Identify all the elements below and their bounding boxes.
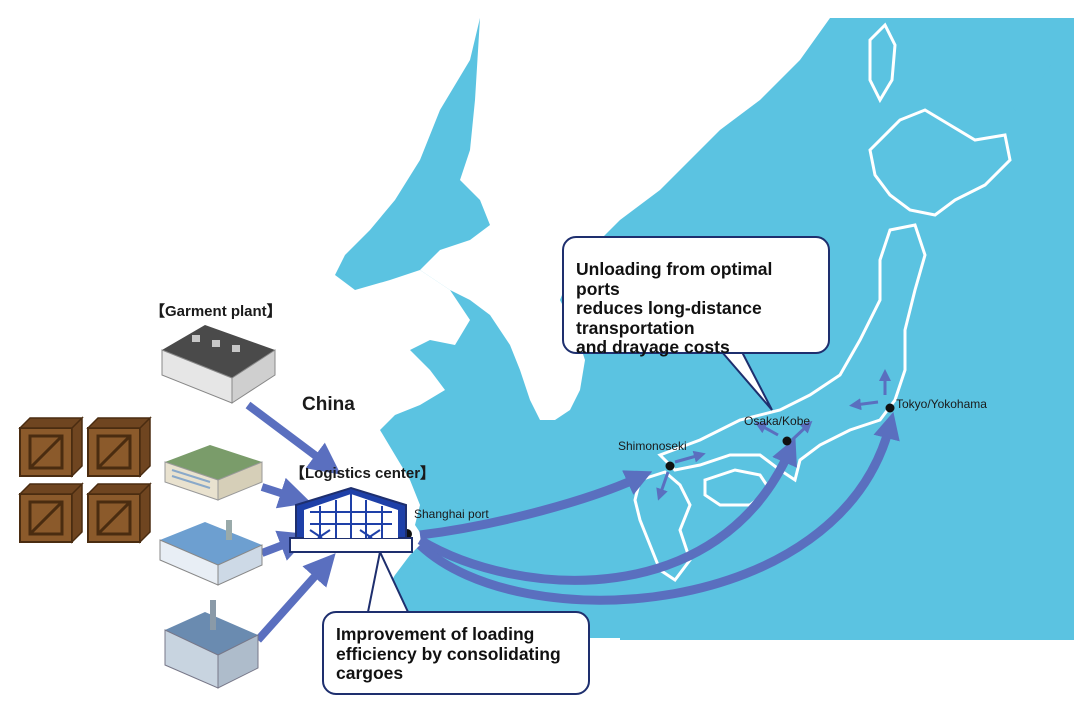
route-shanghai-shimonoseki	[419, 470, 653, 540]
korea-peninsula	[420, 18, 830, 420]
tokyo-yokohama-label: Tokyo/Yokohama	[896, 397, 987, 411]
callout-ports-line: and drayage costs	[576, 337, 730, 358]
japan-kyushu-island	[633, 470, 692, 583]
kuril-islands	[1013, 48, 1058, 112]
logistics-center-label: 【Logistics center】	[290, 465, 436, 482]
port-dot-shimonoseki	[665, 461, 675, 471]
arrow-garment-to-center	[245, 401, 341, 475]
island	[400, 562, 420, 598]
shimonoseki-label: Shimonoseki	[618, 439, 687, 453]
cargo-crates	[18, 416, 152, 544]
crate-icon	[86, 416, 152, 478]
arrow-factory2-to-center	[260, 477, 312, 509]
callout-loading-line: cargoes	[336, 663, 404, 684]
callout-loading-line: efficiency by consolidating	[336, 643, 561, 664]
garment-plant-label: 【Garment plant】	[150, 303, 282, 320]
delivery-arrow-osaka-west	[754, 422, 779, 437]
factory-icon	[164, 600, 259, 689]
osaka-kobe-label: Osaka/Kobe	[744, 414, 811, 428]
route-shanghai-osaka	[417, 437, 797, 585]
callout-ports-line: reduces long-distance	[576, 298, 762, 319]
arrow-factory4-to-center	[255, 553, 336, 643]
delivery-arrow-shimonoseki-south	[656, 471, 670, 501]
crate-icon	[18, 416, 84, 478]
callout-ports: Unloading from optimal ports reduces lon…	[562, 236, 830, 357]
crate-icon	[86, 482, 152, 544]
delivery-arrow-shimonoseki-north	[674, 450, 706, 464]
delivery-arrow-osaka-east	[790, 420, 813, 442]
callout-loading: Improvement of loading efficiency by con…	[322, 611, 590, 695]
delivery-arrow-tokyo-west	[849, 398, 879, 411]
callout-loading-line: Improvement of loading	[336, 624, 535, 644]
callout-ports-line: Unloading from optimal ports	[576, 259, 773, 299]
logistics-center-icon	[289, 486, 413, 553]
callout-ports-line: transportation	[576, 317, 695, 338]
china-mainland	[290, 18, 480, 638]
sakhalin	[868, 22, 897, 104]
factory-icon	[164, 445, 263, 501]
japan-hokkaido	[868, 108, 1012, 217]
route-shanghai-tokyo	[416, 411, 900, 605]
factory-icon	[159, 520, 263, 586]
japan-honshu	[657, 223, 927, 483]
crate-icon	[18, 482, 84, 544]
port-dot-tokyo	[885, 403, 895, 413]
garment-plant-icon	[161, 325, 276, 404]
shanghai-port-label: Shanghai port	[414, 507, 489, 521]
china-label: China	[302, 394, 355, 415]
port-dot-osaka	[782, 436, 792, 446]
